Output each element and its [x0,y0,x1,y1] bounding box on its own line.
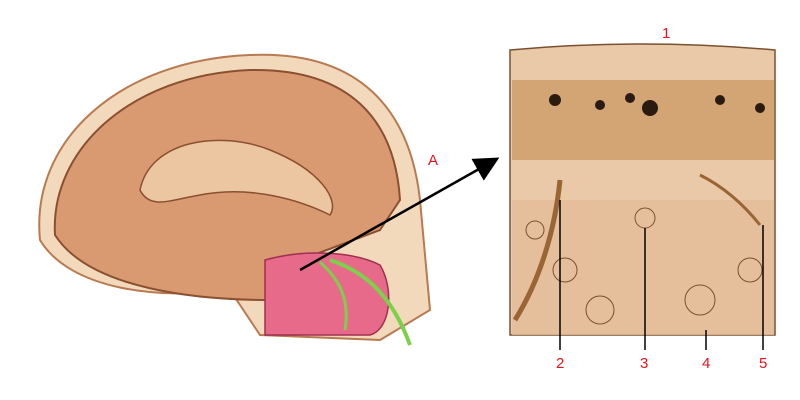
label-2: 2 [556,355,565,372]
corpus-callosum [139,139,334,216]
label-4: 4 [702,355,711,372]
leader-lines [559,200,764,350]
label-a: A [428,152,439,169]
olfactory-epithelium [509,43,776,336]
label-1: 1 [662,25,671,42]
head-section [38,53,432,346]
pointer-arrow [299,157,500,272]
nerve [329,258,412,346]
label-5: 5 [759,355,768,372]
label-3: 3 [640,355,649,372]
nasal-mucosa [264,252,390,336]
